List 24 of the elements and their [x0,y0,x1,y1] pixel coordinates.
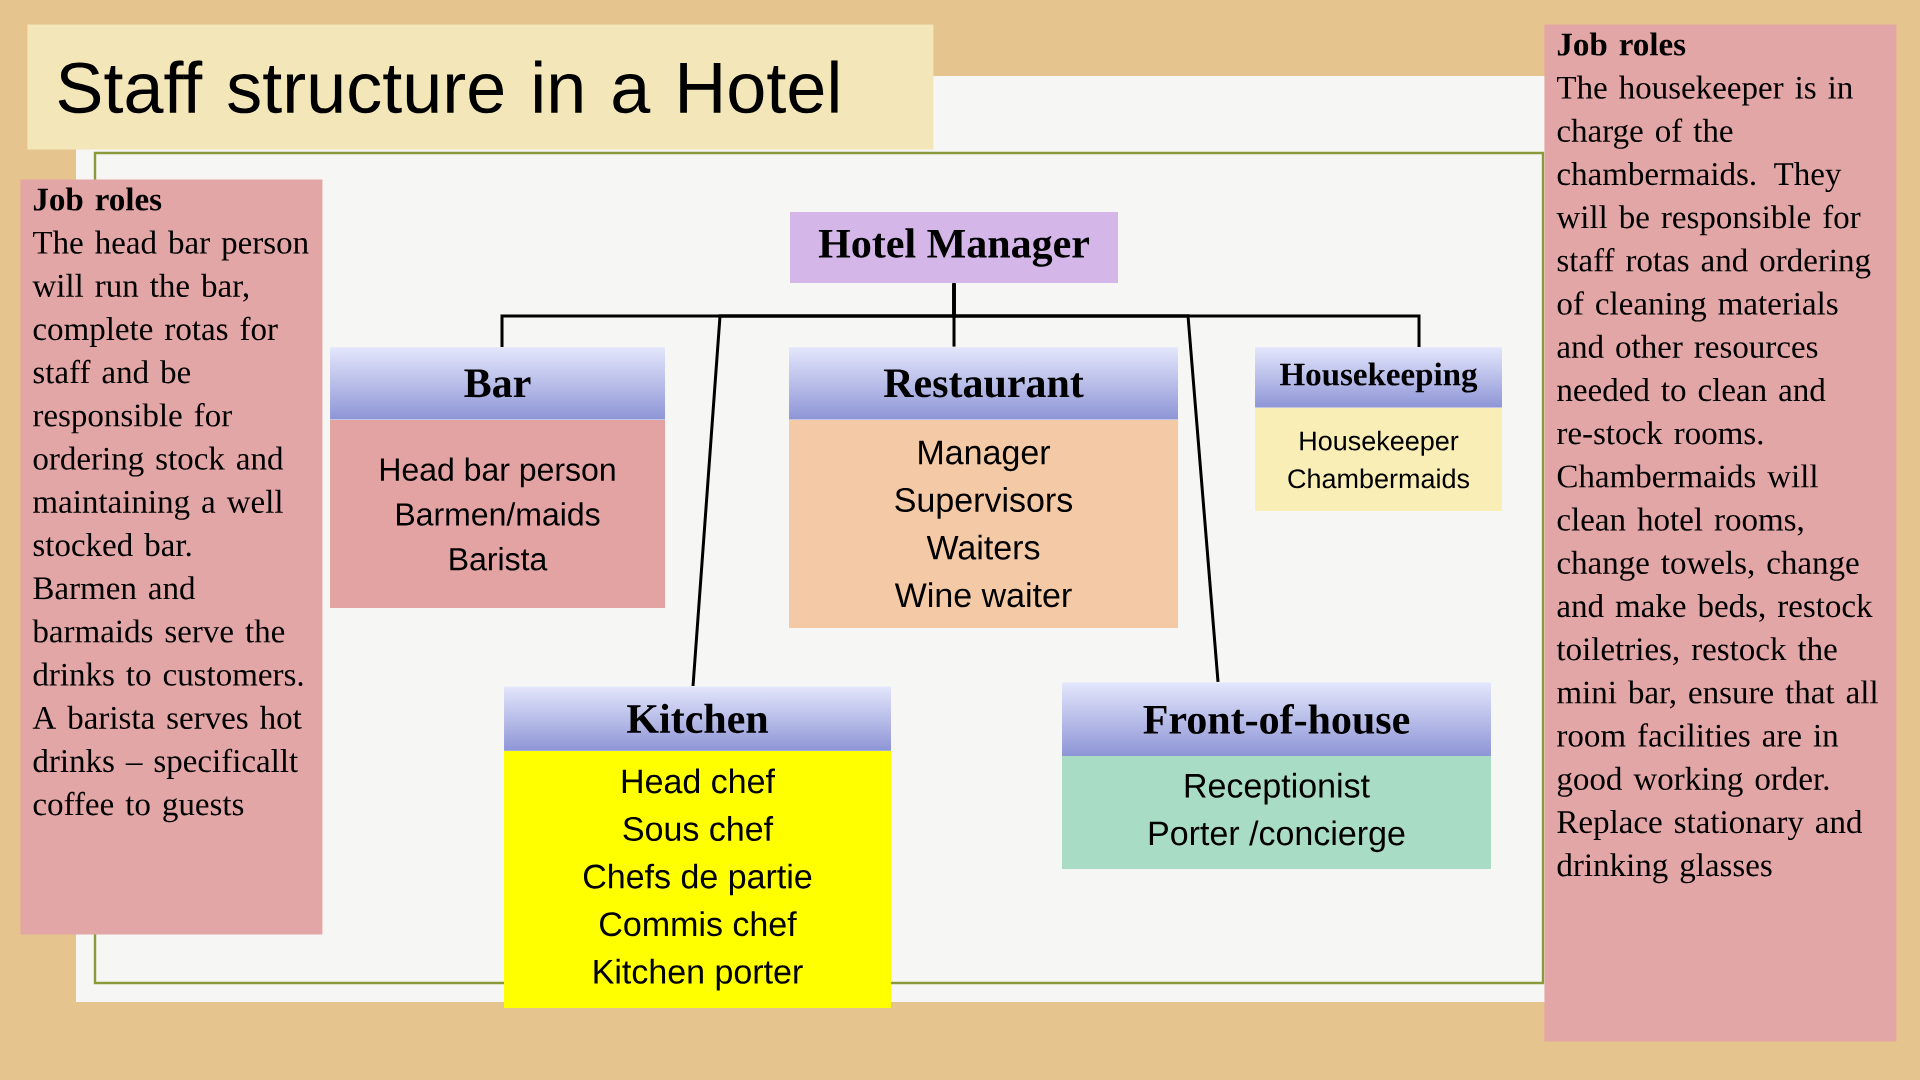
department-header: Front-of-house [1143,703,1410,735]
manager-box: Hotel Manager [790,212,1118,283]
node-label: Sous chef [623,816,774,842]
node-label: Commis chef [600,911,797,937]
node-label: Head chef [622,768,776,794]
staff-list: Head bar person Barmen/maids Barista [330,420,665,608]
staff-list: Housekeeper Chambermaids [1255,408,1502,511]
node-label: Manager [919,440,1051,472]
staff-list: Receptionist Porter /concierge [1062,756,1491,869]
department-header: Kitchen [627,703,769,734]
job-roles-panel: Job roles The head bar person will run the bar, complete rotas for staff and be responsible for ordering stock and maintaining a well stocked bar. Barmen and barmaids serve the drinks to customers. A barista serves hot drinks – specificallt coffee to guests [20,179,323,935]
connector-line [952,283,1220,683]
staff-list: Head chef Sous chef Chefs de partie Commis chef Kitchen porter [504,751,891,1008]
node-label: Chefs de partie [583,863,812,896]
staff-list: Manager Supervisors Waiters Wine waiter [789,420,1178,628]
node-label: Supervisors [895,487,1073,519]
node-label: Wine waiter [894,582,1072,608]
department-header: Restaurant [883,369,1084,398]
node-label: Waiters [926,534,1040,560]
department-header: Bar [464,369,531,398]
node-label: Kitchen porter [594,958,803,991]
department-header: Housekeeping [1280,362,1478,393]
title-banner: Staff structure in a Hotel [27,24,934,150]
job-roles-panel: Job roles The housekeeper is in charge of the chambermaids. They will be responsible for staff rotas and ordering of cleaning materials and other resources needed to clean and re-stock rooms. Chambermaids will clean hotel rooms, change towels, change and make beds, restock toiletries, restock the mini bar, ensure that all room facilities are in good working order. Replace stationary and drinking glasses [1544,24,1897,1042]
